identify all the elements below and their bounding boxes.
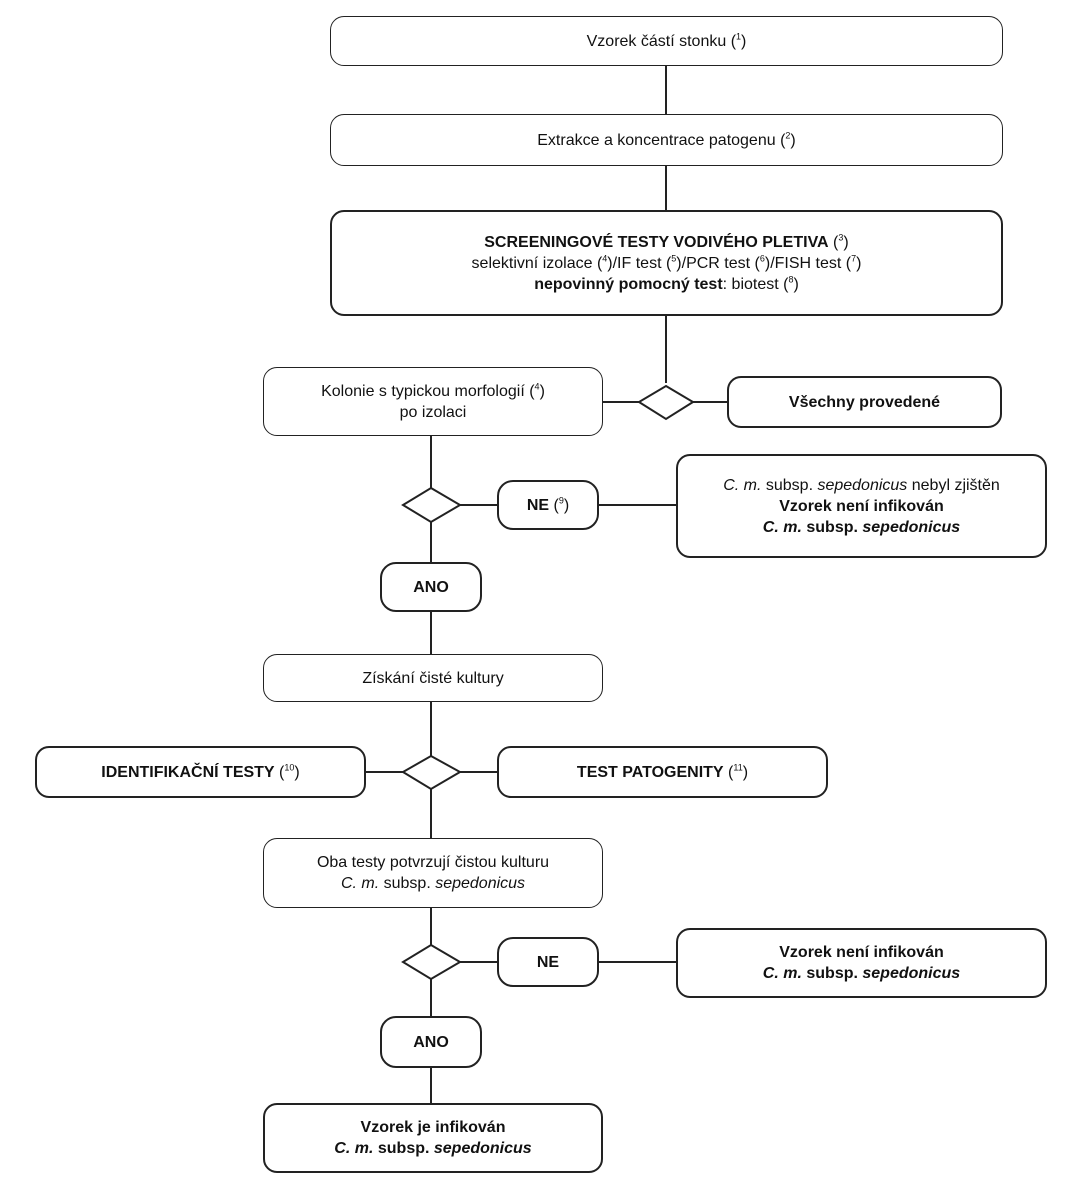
both-tests-box: Oba testy potvrzují čistou kulturu C. m.… (263, 838, 603, 908)
pure-culture-box: Získání čisté kultury (263, 654, 603, 702)
ano-box-1: ANO (380, 562, 482, 612)
ne-box-2: NE (497, 937, 599, 987)
decision-diamond-1 (637, 384, 695, 421)
ano-box-2: ANO (380, 1016, 482, 1068)
all-performed-box: Všechny provedené (727, 376, 1002, 428)
colonies-box: Kolonie s typickou morfologií (4) po izo… (263, 367, 603, 436)
identification-tests-box: IDENTIFIKAČNÍ TESTY (10) (35, 746, 366, 798)
decision-diamond-2 (401, 486, 462, 524)
ne-box-1: NE (9) (497, 480, 599, 530)
screening-tests-box: SCREENINGOVÉ TESTY VODIVÉHO PLETIVA (3) … (330, 210, 1003, 316)
decision-diamond-4 (401, 943, 462, 981)
pathogenicity-test-box: TEST PATOGENITY (11) (497, 746, 828, 798)
extraction-box: Extrakce a koncentrace patogenu (2) (330, 114, 1003, 166)
sample-box: Vzorek částí stonku (1) (330, 16, 1003, 66)
not-detected-box: C. m. subsp. sepedonicus nebyl zjištěn V… (676, 454, 1047, 558)
not-infected-box: Vzorek není infikován C. m. subsp. seped… (676, 928, 1047, 998)
decision-diamond-3 (401, 754, 463, 791)
infected-box: Vzorek je infikován C. m. subsp. sepedon… (263, 1103, 603, 1173)
